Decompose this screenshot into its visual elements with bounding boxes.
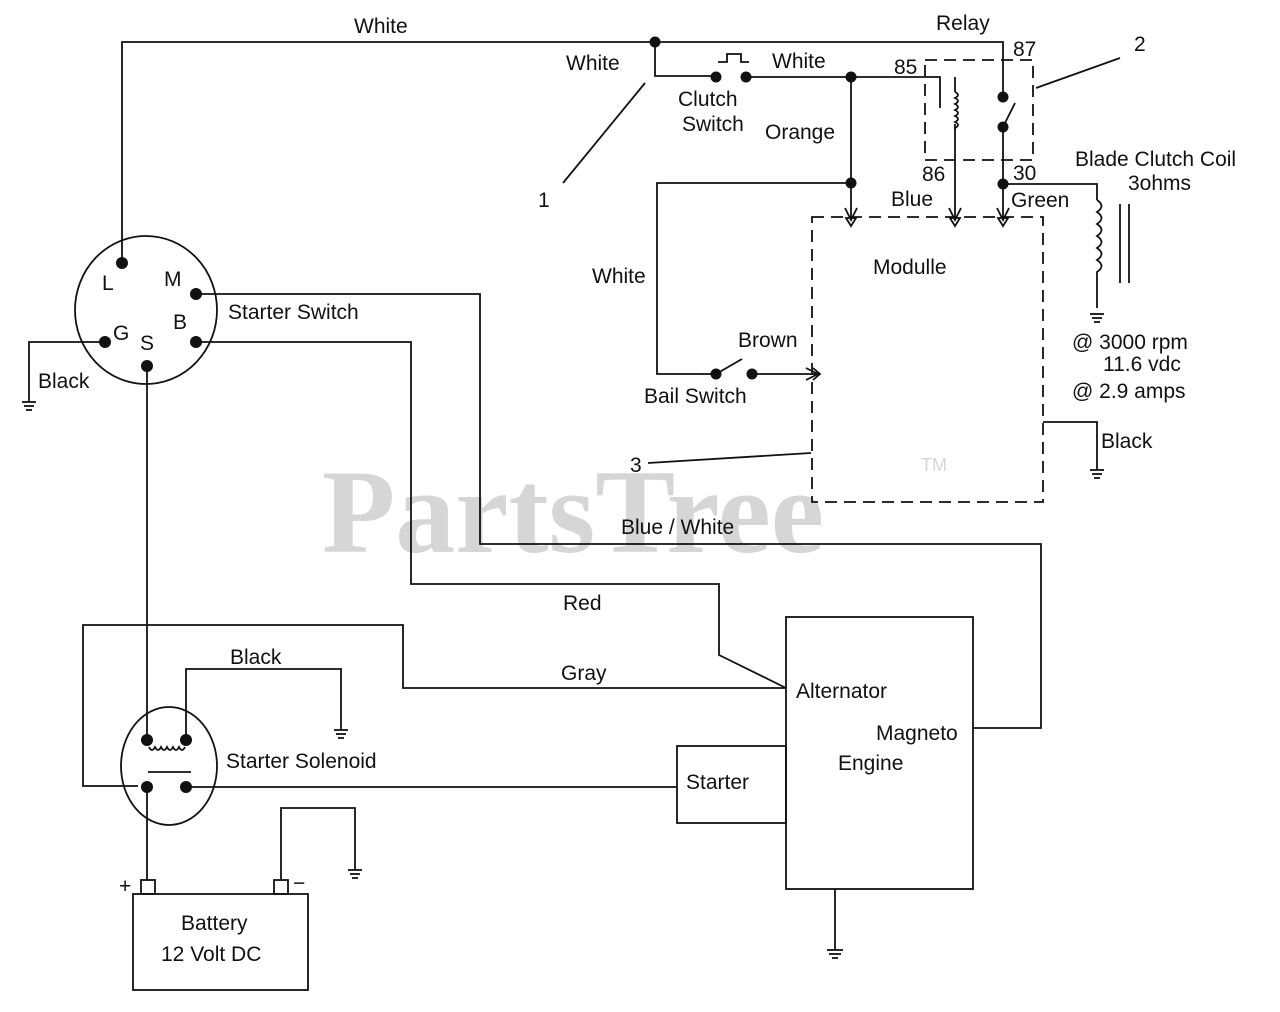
- module-input-triangle: [948, 217, 962, 228]
- battery-body: [132, 893, 309, 991]
- module-box: [811, 216, 1044, 503]
- relay-label: Relay: [936, 12, 990, 35]
- wire-label-red: Red: [563, 592, 602, 615]
- wire-label-black-module: Black: [1101, 430, 1153, 453]
- wire-red: [196, 341, 787, 689]
- ground-icon: [827, 949, 843, 959]
- wire-label-orange: Orange: [765, 121, 835, 144]
- wire-white-bail: [656, 182, 851, 375]
- solenoid-body: [120, 706, 218, 826]
- magneto-label: Magneto: [876, 722, 958, 745]
- callout-2: 2: [1134, 33, 1146, 56]
- wire-label-white-bail: White: [592, 265, 646, 288]
- wire-battery-negative: [280, 807, 356, 880]
- arrow-icon: [805, 367, 821, 381]
- terminal-g-label: G: [113, 322, 129, 345]
- starter-switch-body: [74, 235, 218, 385]
- bail-switch-label: Bail Switch: [644, 385, 747, 408]
- starter-box: [676, 745, 787, 824]
- battery-voltage: 12 Volt DC: [161, 943, 261, 966]
- terminal-m-label: M: [164, 268, 182, 291]
- starter-solenoid-label: Starter Solenoid: [226, 750, 377, 773]
- callout-leader: [1035, 57, 1121, 89]
- ground-icon: [1090, 469, 1104, 479]
- watermark-trademark: TM: [921, 455, 947, 475]
- arrow-icon: [948, 207, 962, 223]
- module-label: Modulle: [873, 256, 947, 279]
- blade-clutch-coil-resistance: 3ohms: [1128, 172, 1191, 195]
- wire-label-blue: Blue: [891, 188, 933, 211]
- wire-label-green: Green: [1011, 189, 1069, 212]
- wire-label-black-solenoid: Black: [230, 646, 282, 669]
- battery-label: Battery: [181, 912, 248, 935]
- callout-leader: [562, 82, 646, 184]
- battery-terminal-positive: [140, 879, 156, 895]
- battery-minus-sign: −: [293, 872, 305, 895]
- ground-icon: [334, 729, 348, 739]
- callout-leader: [647, 452, 812, 464]
- module-input-triangle: [996, 217, 1010, 228]
- coil-spec-rpm: @ 3000 rpm: [1072, 331, 1188, 354]
- wire-label-white-clutch-out: White: [772, 50, 826, 73]
- starter-solenoid: [120, 706, 218, 826]
- wire-label-white-clutch-in: White: [566, 52, 620, 75]
- relay: [924, 59, 1034, 161]
- battery: [132, 879, 309, 991]
- wire-coil-feed: [1003, 183, 1098, 200]
- battery-plus-sign: +: [119, 875, 131, 898]
- wire-label-blue-white: Blue / White: [621, 516, 734, 539]
- relay-coil-icon: [952, 91, 959, 130]
- starter-switch: L M G S B Starter Switch: [74, 235, 359, 385]
- wire-label-white-top: White: [354, 15, 408, 38]
- coil-spec-current: @ 2.9 amps: [1072, 380, 1186, 403]
- coil-spec-voltage: 11.6 vdc: [1103, 353, 1181, 376]
- wire-blue-white: [196, 293, 1042, 729]
- watermark: PartsTree: [322, 445, 824, 578]
- engine-label: Engine: [838, 752, 903, 775]
- wire-white-top: [121, 41, 1004, 263]
- callout-3: 3: [630, 454, 642, 477]
- wire-gray: [82, 624, 786, 787]
- starter-label: Starter: [686, 771, 749, 794]
- battery-terminal-negative: [273, 879, 289, 895]
- pushbutton-icon: [718, 53, 749, 63]
- ground-icon: [348, 869, 362, 879]
- wire-black-g-ground: [28, 341, 105, 402]
- bail-switch: [710, 358, 758, 380]
- arrow-icon: [996, 207, 1010, 223]
- ground-icon: [22, 401, 36, 411]
- relay-pin-86: 86: [922, 163, 945, 186]
- callout-1: 1: [538, 189, 550, 212]
- ground-icon: [1090, 313, 1104, 323]
- wire-label-brown: Brown: [738, 329, 798, 352]
- wire-white-clutch-out: [746, 76, 941, 108]
- wire-label-gray: Gray: [561, 662, 607, 685]
- clutch-switch-label-2: Switch: [682, 113, 744, 136]
- module-input-triangle: [844, 217, 858, 228]
- blade-clutch-coil-label: Blade Clutch Coil: [1075, 148, 1236, 171]
- blade-clutch-coil-icon: [1095, 199, 1103, 308]
- relay-housing: [924, 59, 1034, 161]
- wire-black-solenoid: [185, 668, 342, 740]
- module-input-triangle: [812, 367, 822, 381]
- starter-switch-label: Starter Switch: [228, 301, 359, 324]
- terminal-s-label: S: [140, 332, 154, 355]
- alternator-label: Alternator: [796, 680, 887, 703]
- solenoid-coil-icon: [148, 744, 186, 751]
- wire-white-clutch-in: [654, 42, 716, 77]
- clutch-switch-label-1: Clutch: [678, 88, 738, 111]
- terminal-b-label: B: [173, 311, 187, 334]
- arrow-icon: [844, 207, 858, 223]
- relay-pin-30: 30: [1013, 162, 1036, 185]
- wire-black-module: [1043, 421, 1098, 470]
- relay-pin-85: 85: [894, 56, 917, 79]
- terminal-l-label: L: [102, 272, 114, 295]
- relay-pin-87: 87: [1013, 38, 1036, 61]
- clutch-switch: [710, 53, 752, 83]
- wire-label-black-g: Black: [38, 370, 90, 393]
